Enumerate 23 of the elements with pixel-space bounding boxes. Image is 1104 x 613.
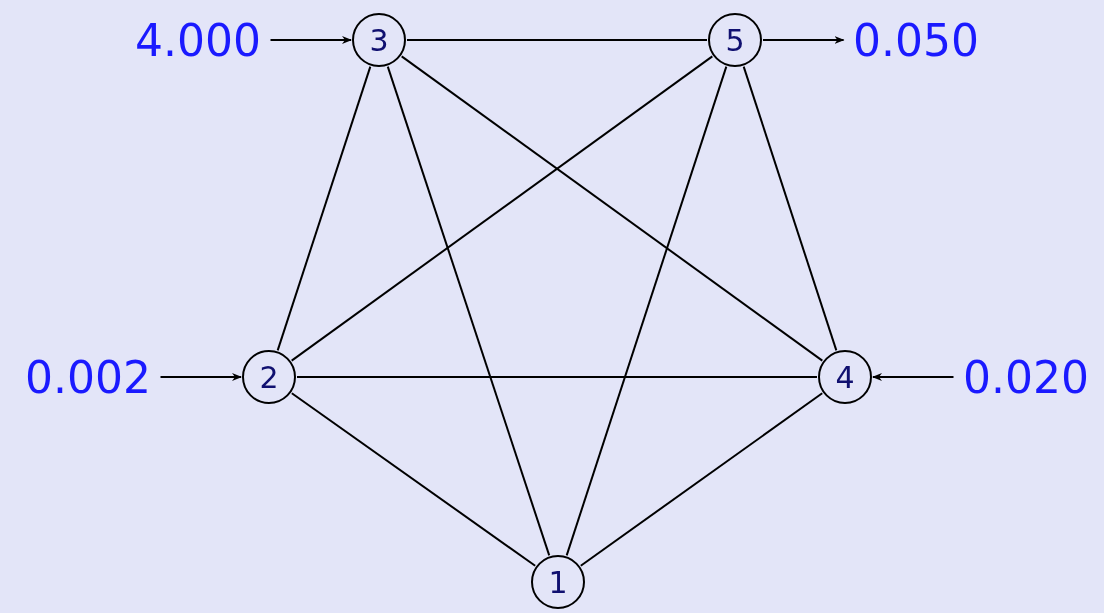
- connector-line: [742, 65, 838, 352]
- node-circle: 2: [242, 350, 296, 404]
- value-label: 0.050: [843, 15, 989, 65]
- connector-line: [406, 39, 708, 41]
- arrow: [762, 36, 845, 44]
- arrow: [872, 373, 955, 381]
- connector-line: [290, 392, 537, 567]
- value-label: 0.020: [953, 352, 1099, 402]
- node-circle: 3: [352, 13, 406, 67]
- connector-line: [290, 55, 714, 362]
- connector-line: [400, 55, 824, 362]
- connector-line: [296, 376, 818, 378]
- connector-line: [579, 392, 824, 567]
- connector-line: [386, 65, 551, 557]
- connector-line: [565, 65, 728, 557]
- arrow: [159, 373, 242, 381]
- value-label: 4.000: [125, 15, 271, 65]
- arrow: [269, 36, 352, 44]
- node-circle: 1: [531, 555, 585, 609]
- node-circle: 4: [818, 350, 872, 404]
- node-circle: 5: [708, 13, 762, 67]
- value-label: 0.002: [15, 352, 161, 402]
- connector-line: [276, 65, 372, 352]
